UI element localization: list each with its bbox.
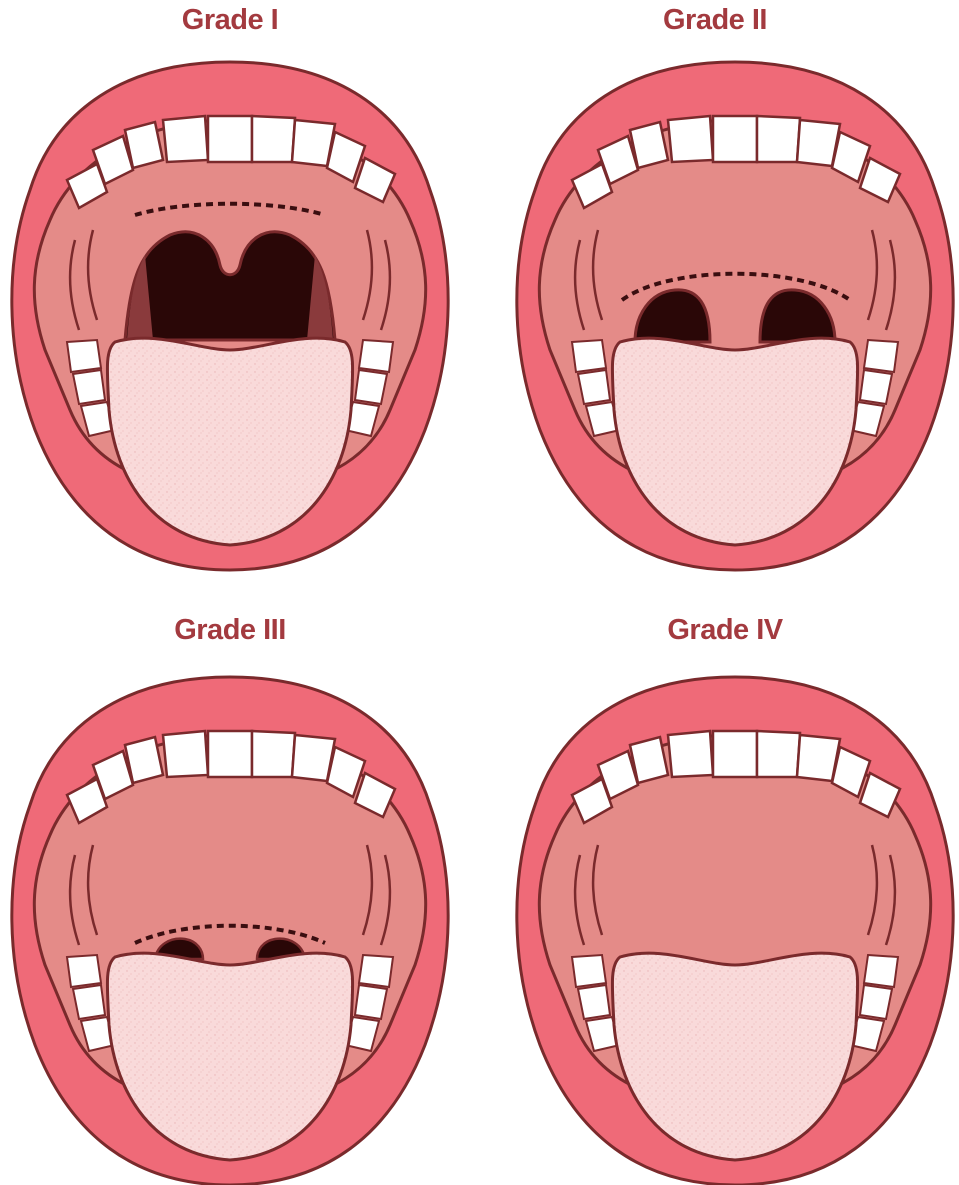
grade-1-mouth-illustration xyxy=(5,50,455,570)
grade-2-mouth-illustration xyxy=(510,50,959,570)
grade-3-mouth-illustration xyxy=(5,665,455,1185)
grade-2-title: Grade II xyxy=(490,4,940,37)
grade-4-mouth-illustration xyxy=(510,665,959,1185)
grade-4-panel: Grade IV xyxy=(510,600,959,1170)
grade-3-panel: Grade III xyxy=(5,600,455,1170)
grade-1-panel: Grade I xyxy=(5,0,455,570)
grade-3-title: Grade III xyxy=(5,614,455,647)
grade-2-panel: Grade II xyxy=(510,0,959,570)
grade-1-title: Grade I xyxy=(5,4,455,37)
grade-4-title: Grade IV xyxy=(500,614,950,647)
